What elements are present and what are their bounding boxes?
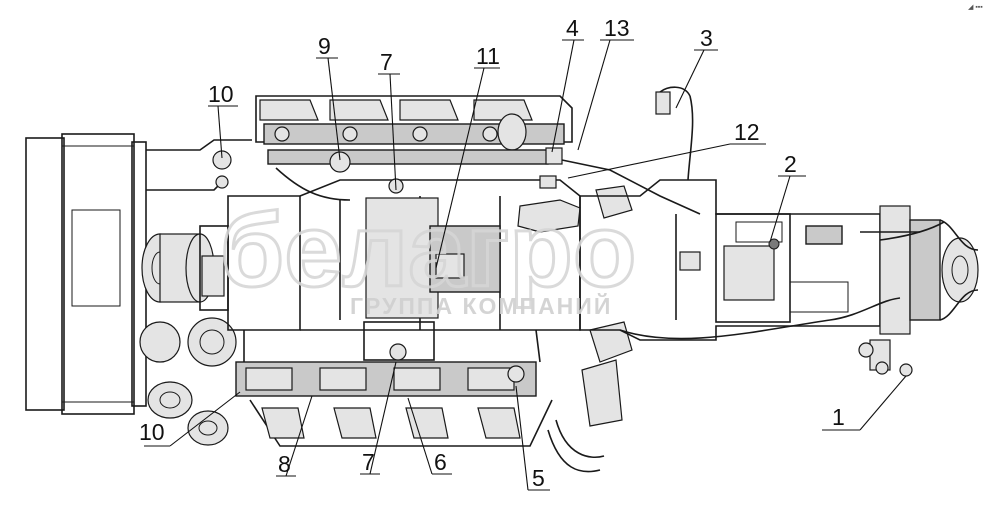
engine-drawing	[25, 86, 979, 473]
callout-label: 12	[734, 119, 760, 145]
callout-label: 1	[832, 404, 845, 430]
callout-label: 6	[434, 449, 447, 475]
lower-cylinder-bank	[235, 329, 553, 447]
callout-2: 2	[769, 151, 806, 243]
callout-5: 5	[515, 385, 550, 491]
engine-block	[227, 179, 581, 361]
watermark-brand: белагро	[220, 193, 636, 309]
callout-3: 3	[675, 25, 718, 109]
callout-label: 10	[139, 419, 165, 445]
callout-9: 9	[316, 33, 341, 161]
corner-mark: ◢ ▪▪▪	[968, 4, 983, 11]
callout-label: 9	[318, 33, 331, 59]
callout-8: 8	[276, 395, 313, 477]
fittings	[201, 147, 889, 375]
callout-1: 1	[822, 375, 907, 431]
callout-label: 8	[278, 451, 291, 477]
callout-13: 12	[567, 119, 766, 179]
callout-12: 11	[435, 43, 500, 269]
watermark-subtitle: ГРУППА КОМПАНИЙ	[350, 292, 612, 319]
upper-cylinder-bank	[255, 95, 573, 201]
callout-label: 13	[604, 15, 630, 41]
callout-11: 10	[208, 81, 238, 159]
callout-10: 10	[139, 391, 241, 447]
callout-label: 7	[380, 49, 393, 75]
lower-left-canisters	[139, 317, 237, 446]
callout-label: 7	[362, 449, 375, 475]
callout-7-top: 7	[378, 49, 400, 191]
exhaust-piping	[517, 185, 633, 473]
callout-label: 5	[532, 465, 545, 491]
callout-label: 10	[208, 81, 234, 107]
watermark: белагро ГРУППА КОМПАНИЙ	[219, 192, 638, 320]
callout-label: 4	[566, 15, 579, 41]
hydraulic-lines	[561, 86, 945, 340]
callout-6: 6	[407, 397, 452, 475]
callout-4: 4	[551, 15, 584, 153]
callout-14: 13	[577, 15, 634, 151]
callout-label: 2	[784, 151, 797, 177]
callout-label: 3	[700, 25, 713, 51]
front-pulley	[141, 225, 229, 311]
radiator-block	[25, 133, 147, 415]
callout-7-bottom: 7	[360, 361, 397, 475]
callout-label: 11	[476, 43, 500, 69]
rear-output-flange	[869, 205, 979, 377]
